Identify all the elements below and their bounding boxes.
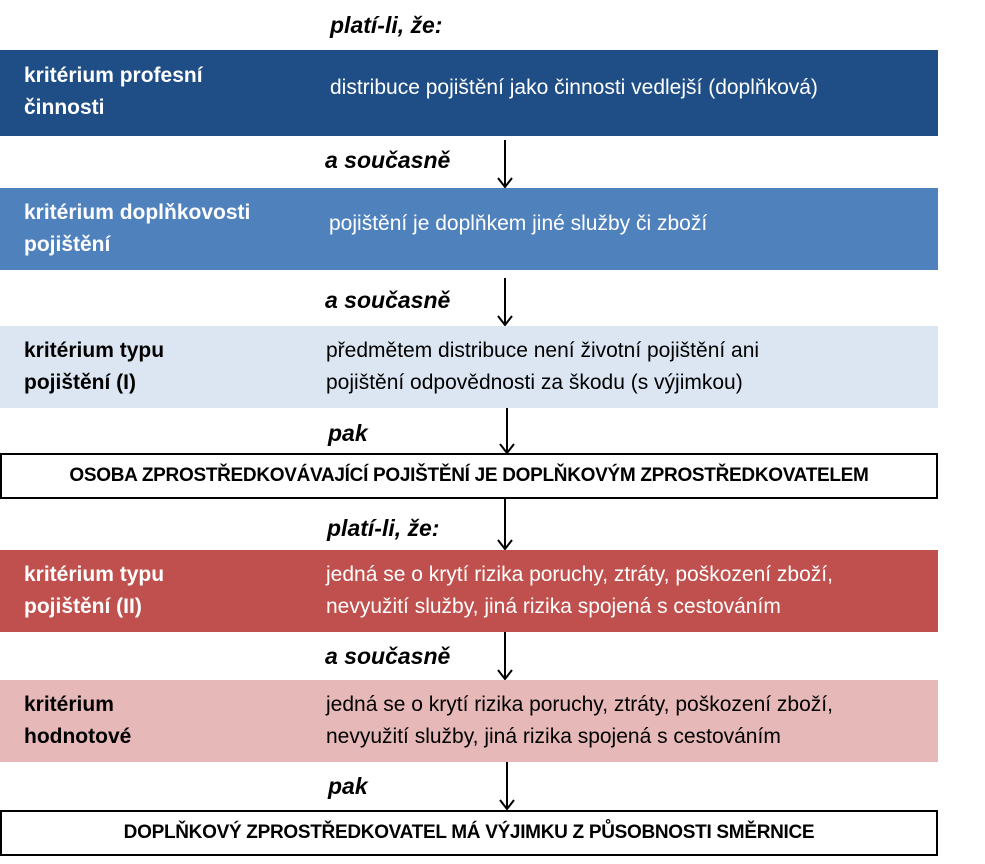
arrow-down-icon <box>499 408 515 455</box>
criterion-text: jedná se o krytí rizika poruchy, ztráty,… <box>326 693 833 748</box>
arrow-down-icon <box>499 762 515 811</box>
arrow-down-icon <box>497 278 513 327</box>
connector-then-1: pak <box>328 420 368 446</box>
criterion-label: kritérium profesní činnosti <box>24 64 203 119</box>
outcome-directive-exemption: DOPLŇKOVÝ ZPROSTŘEDKOVATEL MÁ VÝJIMKU Z … <box>0 810 938 856</box>
connector-then-2: pak <box>328 773 368 799</box>
connector-if-2: platí-li, že: <box>327 515 440 541</box>
criterion-box-insurance-type-2: kritérium typu pojištění (II) jedná se o… <box>0 550 938 632</box>
connector-if-1: platí-li, že: <box>330 12 443 38</box>
connector-and-2: a současně <box>325 287 451 313</box>
criterion-box-supplementary: kritérium doplňkovosti pojištění pojiště… <box>0 188 938 270</box>
criterion-label: kritérium typu pojištění (I) <box>24 339 165 394</box>
criterion-text: jedná se o krytí rizika poruchy, ztráty,… <box>326 563 833 618</box>
connector-and-3: a současně <box>325 643 451 669</box>
criterion-label: kritérium hodnotové <box>24 693 132 748</box>
criterion-text: distribuce pojištění jako činnosti vedle… <box>330 76 818 99</box>
arrow-down-icon <box>497 632 513 681</box>
criterion-text: pojištění je doplňkem jiné služby či zbo… <box>329 212 708 235</box>
criterion-label: kritérium doplňkovosti pojištění <box>24 201 251 256</box>
criterion-box-professional: kritérium profesní činnosti distribuce p… <box>0 50 938 136</box>
arrow-down-icon <box>497 140 513 189</box>
connector-and-1: a současně <box>325 147 451 173</box>
criterion-box-value: kritérium hodnotové jedná se o krytí riz… <box>0 680 938 762</box>
criterion-label: kritérium typu pojištění (II) <box>24 563 165 618</box>
criterion-text: předmětem distribuce není životní pojišt… <box>326 339 760 394</box>
outcome-supplementary-intermediary: OSOBA ZPROSTŘEDKOVÁVAJÍCÍ POJIŠTĚNÍ JE D… <box>0 453 938 499</box>
criterion-box-insurance-type-1: kritérium typu pojištění (I) předmětem d… <box>0 326 938 408</box>
arrow-down-icon <box>497 499 513 551</box>
